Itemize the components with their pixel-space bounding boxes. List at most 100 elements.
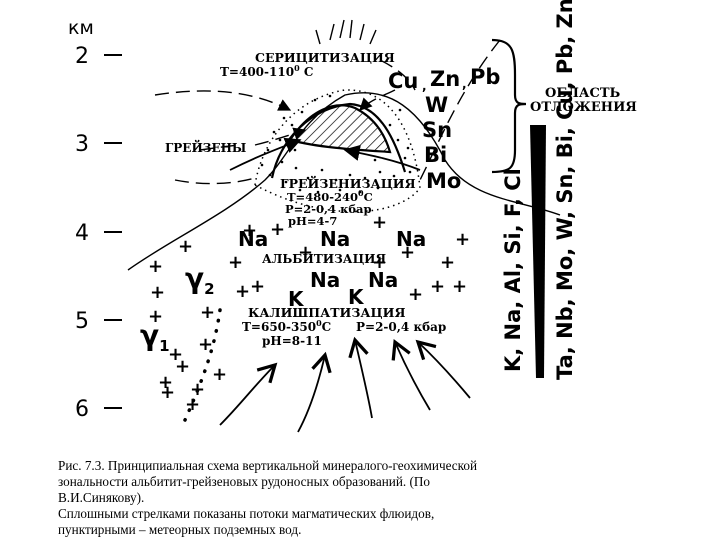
plus-sign: + — [160, 382, 175, 403]
plus-sign: + — [298, 242, 313, 263]
plus-sign: + — [235, 281, 250, 302]
emanation-rays — [315, 19, 377, 45]
plus-sign: + — [242, 220, 257, 241]
gamma1-symbol: γ1 — [140, 319, 170, 355]
hatched-core — [288, 104, 392, 154]
label-albitization: АЛЬБИТИЗАЦИЯ — [262, 252, 387, 266]
plus-sign: + — [212, 364, 227, 385]
stipple-dot — [396, 138, 400, 142]
plus-sign: + — [168, 344, 183, 365]
svg-text:,: , — [422, 79, 427, 93]
label-sericitization-temp: Т=400-1100 С — [220, 63, 313, 79]
plus-sign: + — [148, 256, 163, 277]
na-label-5: Na — [368, 268, 398, 292]
label-greisens: ГРЕЙЗЕНЫ — [165, 139, 246, 155]
label-k-ph: pH=8-11 — [262, 334, 322, 348]
depth-tick-label: 5 — [75, 309, 89, 334]
caption-line-3: В.И.Синякову). — [58, 490, 145, 505]
plus-sign: + — [198, 334, 213, 355]
plus-sign: + — [185, 394, 200, 415]
phase-boundary-dotted — [183, 308, 222, 422]
svg-text:,: , — [462, 77, 467, 91]
stipple-dot — [293, 148, 297, 152]
stipple-dot — [260, 163, 264, 167]
plus-sign: + — [200, 302, 215, 323]
plus-sign: + — [190, 379, 205, 400]
deposition-label-1: ОБЛАСТЬ — [545, 86, 621, 101]
element-pb: Pb — [470, 65, 500, 89]
stipple-dot — [363, 176, 367, 180]
plus-sign: + — [175, 356, 190, 377]
deposition-label-2: ОТЛОЖЕНИЯ — [530, 100, 637, 115]
stipple-dot — [378, 170, 382, 174]
plus-sign: + — [408, 284, 423, 305]
stipple-dot — [300, 110, 304, 114]
figure-caption: Рис. 7.3. Принципиальная схема вертикаль… — [58, 458, 654, 538]
stipple-dot — [290, 123, 294, 127]
mobility-late-elements: Ta, Nb, Mo, W, Sn, Bi, Cu, Pb, Zn — [553, 0, 577, 380]
element-w: W — [425, 93, 448, 117]
intrusion-contact-line — [127, 92, 561, 271]
plus-sign: + — [158, 372, 173, 393]
plus-sign: + — [400, 242, 415, 263]
stipple-dot — [272, 130, 276, 134]
stipple-dot — [278, 138, 282, 142]
stipple-dot — [294, 166, 298, 170]
plus-sign: + — [372, 212, 387, 233]
stipple-dot — [298, 188, 302, 192]
plus-sign: + — [150, 282, 165, 303]
na-label-1: Na — [238, 227, 268, 251]
plus-sign: + — [250, 276, 265, 297]
plus-sign: + — [178, 236, 193, 257]
magmatic-fluid-flows — [219, 137, 471, 433]
stipple-dot — [266, 148, 270, 152]
depth-tick-label: 6 — [75, 397, 89, 422]
stipple-dot — [348, 173, 352, 177]
stipple-dot — [338, 188, 342, 192]
plus-sign: + — [452, 276, 467, 297]
alkali-labels: Na Na Na Na Na K K — [238, 227, 426, 311]
label-greisenization-pressure: Р=2-0,4 кбар — [285, 202, 372, 216]
element-mo: Mo — [426, 169, 461, 193]
plus-sign: + — [372, 252, 387, 273]
label-k-temp: Т=650-3500С — [242, 318, 331, 334]
stipple-dot — [328, 94, 332, 98]
element-bi: Bi — [424, 143, 447, 167]
caption-line-2: зональности альбитит-грейзеновых рудонос… — [58, 474, 430, 489]
na-label-2: Na — [320, 227, 350, 251]
caption-line-5: пунктирными – метеорных подземных вод. — [58, 522, 302, 537]
stipple-dot — [406, 146, 410, 150]
label-sericitization: СЕРИЦИТИЗАЦИЯ — [255, 50, 395, 65]
greisen-zone-outline — [254, 89, 421, 213]
mobility-early-elements: K, Na, Al, Si, F, Cl — [501, 168, 525, 372]
k-label-1: K — [288, 287, 305, 311]
plus-sign: + — [228, 252, 243, 273]
na-label-4: Na — [310, 268, 340, 292]
deposit-elements: Cu Zn Pb W Sn Bi Mo — [388, 65, 500, 193]
stipple-dot — [398, 108, 402, 112]
stipple-dot — [334, 178, 338, 182]
label-greisenization-temp: Т=480-2400С — [287, 188, 373, 204]
stipple-dot — [313, 98, 317, 102]
stipple-dot — [284, 180, 288, 184]
deposition-bracket — [491, 38, 527, 174]
stipple-dot — [392, 174, 396, 178]
plus-sign: + — [440, 252, 455, 273]
plus-sign: + — [430, 276, 445, 297]
stipple-dot — [373, 158, 377, 162]
depth-tick-label: 3 — [75, 132, 89, 157]
stipple-dot — [268, 173, 272, 177]
caption-line-1: Рис. 7.3. Принципиальная схема вертикаль… — [58, 458, 478, 473]
stipple-dot — [408, 170, 412, 174]
plus-sign: + — [270, 219, 285, 240]
label-k-metasomatism: КАЛИШПАТИЗАЦИЯ — [248, 305, 405, 320]
plus-sign: + — [148, 306, 163, 327]
depth-tick-label: 2 — [75, 44, 89, 69]
plus-sign: + — [455, 229, 470, 250]
label-greisenization: ГРЕЙЗЕНИЗАЦИЯ — [280, 175, 416, 191]
element-sn: Sn — [422, 118, 452, 142]
stipple-dot — [394, 184, 398, 188]
